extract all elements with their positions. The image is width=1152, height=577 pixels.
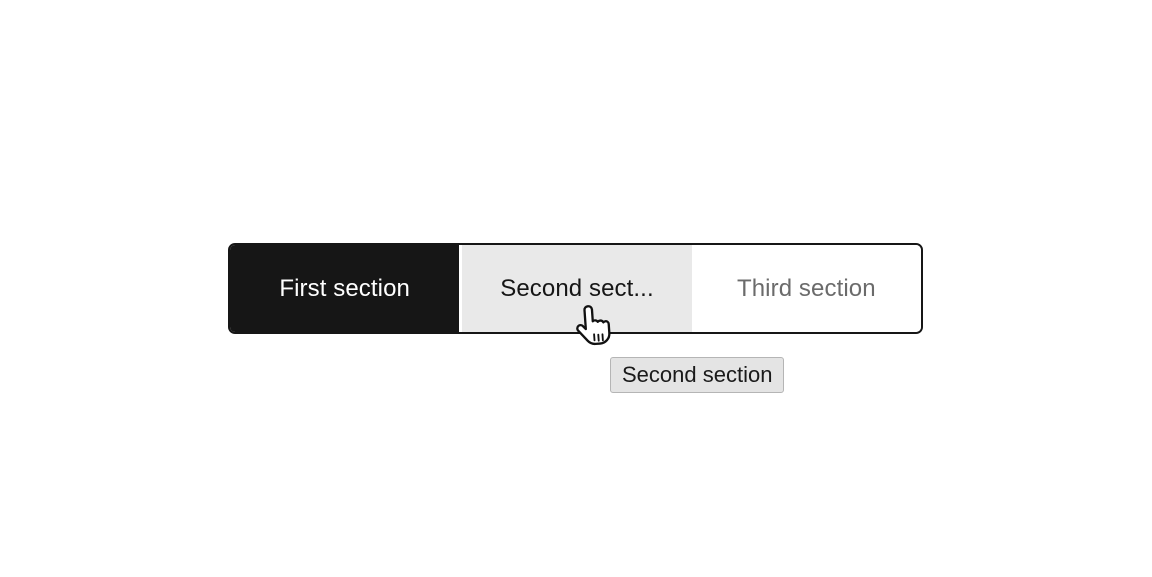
tooltip-text: Second section: [622, 362, 773, 387]
switcher-item-second-section[interactable]: Second sect...: [462, 245, 692, 332]
switcher-item-third-section[interactable]: Third section: [691, 245, 921, 332]
tooltip: Second section: [610, 357, 785, 393]
switcher-item-first-section[interactable]: First section: [230, 245, 463, 332]
content-switcher: First section Second sect... Third secti…: [228, 243, 923, 334]
